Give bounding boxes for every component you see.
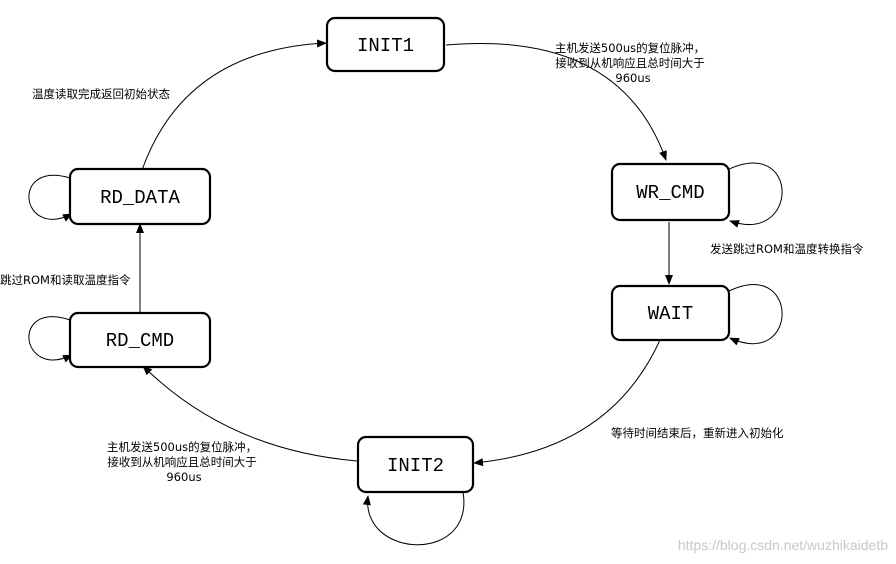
self-loop-rdcmd — [28, 316, 73, 363]
label-line: 960us — [166, 470, 201, 484]
state-wait: WAIT — [610, 284, 731, 342]
state-label: RD_DATA — [100, 187, 180, 209]
state-rd-data: RD_DATA — [68, 167, 212, 226]
state-label: WAIT — [648, 303, 694, 325]
self-loop-rddata — [28, 175, 73, 222]
edge-init2-to-rdcmd — [142, 365, 358, 462]
state-label: INIT1 — [357, 35, 414, 57]
label-line: 接收到从机响应且总时间大于 — [555, 56, 705, 70]
edge-init1-to-wrcmd — [445, 42, 667, 161]
self-loop-wrcmd — [726, 162, 783, 228]
state-wr-cmd: WR_CMD — [610, 162, 731, 222]
transition-label-rdcmd-to-rddata: 跳过ROM和读取温度指令 — [0, 273, 131, 287]
transition-label-wait-to-init2: 等待时间结束后，重新进入初始化 — [611, 426, 784, 440]
label-line: 接收到从机响应且总时间大于 — [107, 455, 257, 469]
transition-label-rddata-to-init1: 温度读取完成返回初始状态 — [32, 87, 170, 101]
state-label: INIT2 — [387, 455, 444, 477]
label-line: 主机发送500us的复位脉冲， — [107, 440, 257, 454]
edges — [28, 39, 783, 546]
state-init1: INIT1 — [325, 16, 446, 73]
state-rd-cmd: RD_CMD — [68, 311, 212, 369]
label-line: 主机发送500us的复位脉冲， — [555, 41, 705, 55]
state-label: WR_CMD — [636, 182, 704, 204]
transition-label-init1-to-wrcmd: 主机发送500us的复位脉冲， 接收到从机响应且总时间大于 960us — [555, 41, 705, 85]
self-loop-wait — [726, 284, 783, 346]
transition-label-wrcmd-to-wait: 发送跳过ROM和温度转换指令 — [710, 242, 864, 256]
state-init2: INIT2 — [356, 435, 475, 494]
edge-wait-to-init2 — [473, 339, 661, 467]
state-label: RD_CMD — [106, 330, 174, 352]
edge-rddata-to-init1 — [141, 39, 327, 171]
transition-label-init2-to-rdcmd: 主机发送500us的复位脉冲， 接收到从机响应且总时间大于 960us — [107, 440, 257, 484]
self-loop-init2 — [362, 486, 465, 546]
watermark: https://blog.csdn.net/wuzhikaidetb — [678, 537, 888, 553]
label-line: 960us — [615, 71, 650, 85]
